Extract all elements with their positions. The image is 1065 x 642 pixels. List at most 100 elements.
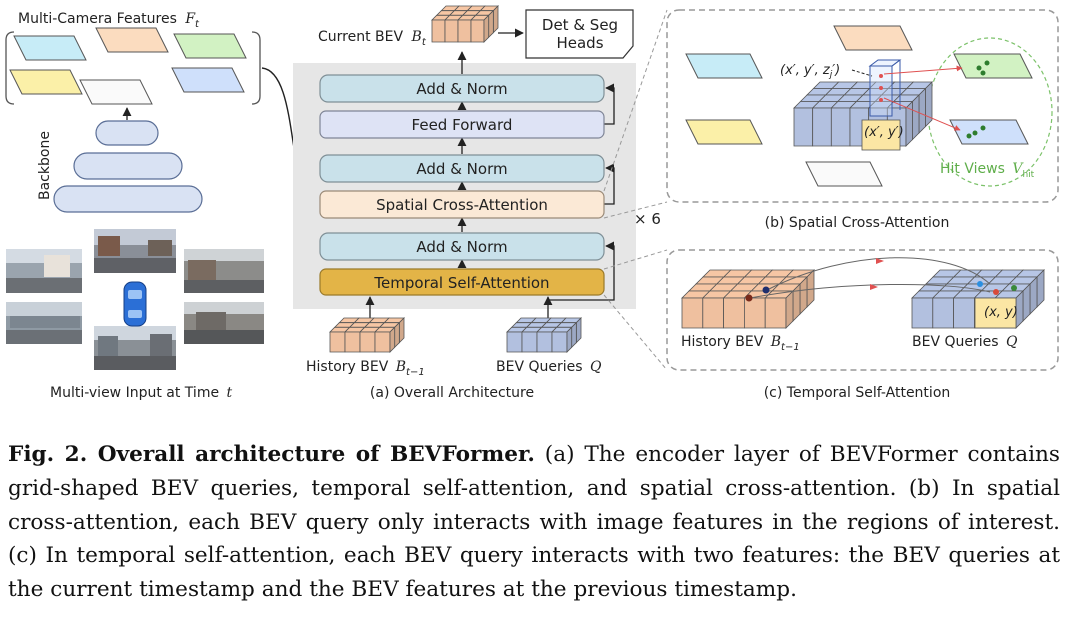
hit-view-green — [953, 53, 1033, 79]
history-bev-grid — [329, 317, 405, 353]
sca-ray-to-blue — [883, 97, 961, 131]
residual-tsa — [548, 241, 615, 301]
camera-image-front-left — [6, 249, 82, 293]
hit-view-points-blue — [966, 125, 986, 139]
sca-pillar — [868, 59, 902, 117]
grid-side-cell — [1036, 269, 1045, 308]
grid-side-cell — [785, 290, 794, 329]
tsa-link-lower — [749, 283, 991, 299]
camera-image-back-left — [6, 302, 82, 344]
sca-zoom-line-top — [603, 9, 668, 192]
add-norm-block-3[interactable] — [319, 232, 605, 261]
camera-image-front-right — [184, 249, 264, 293]
tsa-history-label: History BEV Bt−1 — [681, 334, 800, 353]
grid-front-cell — [470, 19, 485, 43]
grid-front-cell — [744, 297, 766, 329]
backbone-block-middle — [73, 152, 183, 180]
add-norm-block-2[interactable] — [319, 154, 605, 183]
heads-label-line1: Det & Seg — [542, 16, 618, 34]
add-norm-label-2: Add & Norm — [416, 160, 507, 178]
grid-side-cell — [806, 269, 815, 308]
grid-front-cell — [702, 297, 724, 329]
tsa-arrow-head-1 — [876, 258, 884, 264]
grid-front-cell — [506, 331, 523, 353]
grid-side-cell — [918, 87, 926, 134]
feature-map-cyan — [13, 35, 87, 61]
grid-side-cell — [925, 81, 933, 128]
sca-target-cell — [861, 119, 901, 151]
bevformer-architecture-figure: Multi-Camera Features Ft Backbone — [5, 5, 1059, 401]
grid-front-cell — [551, 331, 568, 353]
history-bev-label: History BEV Bt−1 — [306, 359, 425, 378]
heads-box[interactable] — [525, 9, 634, 59]
backbone-label: Backbone — [37, 131, 53, 200]
bev-queries-label: BEV Queries Q — [496, 359, 602, 375]
sca-zoom-line-bottom — [603, 201, 668, 219]
heads-label-line2: Heads — [556, 34, 603, 52]
tsa-history-point-1 — [762, 286, 770, 294]
feature-map-yellow — [9, 69, 83, 95]
residual-sca — [604, 163, 615, 205]
grid-side-cell — [571, 321, 577, 349]
feed-forward-label: Feed Forward — [412, 116, 513, 134]
sca-point-3d-label: (x′, y′, zj′) — [780, 63, 840, 80]
sca-pointer-3d — [851, 69, 873, 77]
spatial-cross-attention-block[interactable] — [319, 190, 605, 219]
feed-forward-block[interactable] — [319, 110, 605, 139]
grid-side-cell — [792, 283, 801, 322]
sca-bev-grid — [793, 81, 933, 151]
tsa-target-cell — [974, 297, 1017, 329]
add-norm-block-1[interactable] — [319, 74, 605, 103]
grid-front-cell — [793, 107, 814, 147]
tsa-arrow-head-2 — [870, 284, 878, 290]
tsa-query-point-blue — [977, 281, 983, 287]
temporal-self-attention-block[interactable] — [319, 268, 605, 296]
residual-ff — [604, 83, 615, 125]
sca-panel-border — [666, 9, 1059, 203]
features-left-bracket — [5, 31, 15, 105]
grid-front-cell — [457, 19, 472, 43]
grid-front-cell — [431, 19, 446, 43]
repeat-label: × 6 — [634, 210, 661, 228]
grid-front-cell — [681, 297, 704, 329]
sca-caption: (b) Spatial Cross-Attention — [765, 215, 950, 231]
grid-front-cell — [723, 297, 745, 329]
spatial-cross-attention-label: Spatial Cross-Attention — [376, 196, 548, 214]
grid-side-cell — [394, 321, 400, 349]
figure-caption-label: Fig. 2. Overall architecture of BEVForme… — [8, 442, 535, 467]
hit-view-blue — [949, 119, 1029, 145]
grid-front-cell — [764, 297, 787, 329]
sca-feature-white — [805, 161, 883, 187]
tsa-zoom-line-top — [603, 249, 668, 270]
temporal-self-attention-label: Temporal Self-Attention — [373, 274, 549, 292]
tsa-query-point-red — [993, 289, 999, 295]
add-norm-label-1: Add & Norm — [416, 80, 507, 98]
tsa-queries-grid — [911, 269, 1045, 329]
encoder-panel: Current BEV Bt Det & Seg Heads Add & Nor… — [293, 5, 661, 401]
backbone-block-bottom — [53, 185, 203, 213]
camera-image-back-right — [184, 302, 264, 344]
grid-side-cell — [488, 9, 494, 39]
features-title: Multi-Camera Features Ft — [18, 11, 200, 30]
sca-feature-yellow — [685, 119, 763, 145]
grid-front-cell — [521, 331, 538, 353]
sca-point-2d-label: (x′, y′) — [864, 125, 904, 140]
hit-view-points-green — [976, 60, 990, 76]
grid-side-cell — [492, 5, 499, 34]
grid-side-cell — [483, 14, 490, 43]
add-norm-label-3: Add & Norm — [416, 238, 507, 256]
feature-map-orange — [95, 27, 169, 53]
figure-caption: Fig. 2. Overall architecture of BEVForme… — [8, 438, 1060, 607]
grid-side-cell — [1029, 276, 1038, 315]
grid-side-cell — [389, 326, 396, 353]
backbone-panel: Multi-Camera Features Ft Backbone — [5, 11, 264, 401]
hit-views-label: Hit Views Vhit — [940, 161, 1035, 180]
grid-side-cell — [905, 100, 913, 147]
tsa-query-point-green — [1011, 285, 1017, 291]
grid-side-cell — [1022, 283, 1031, 322]
grid-side-cell — [799, 276, 808, 315]
grid-side-cell — [575, 317, 582, 344]
feature-map-white — [79, 79, 153, 105]
grid-front-cell — [329, 331, 346, 353]
grid-side-cell — [912, 94, 920, 141]
